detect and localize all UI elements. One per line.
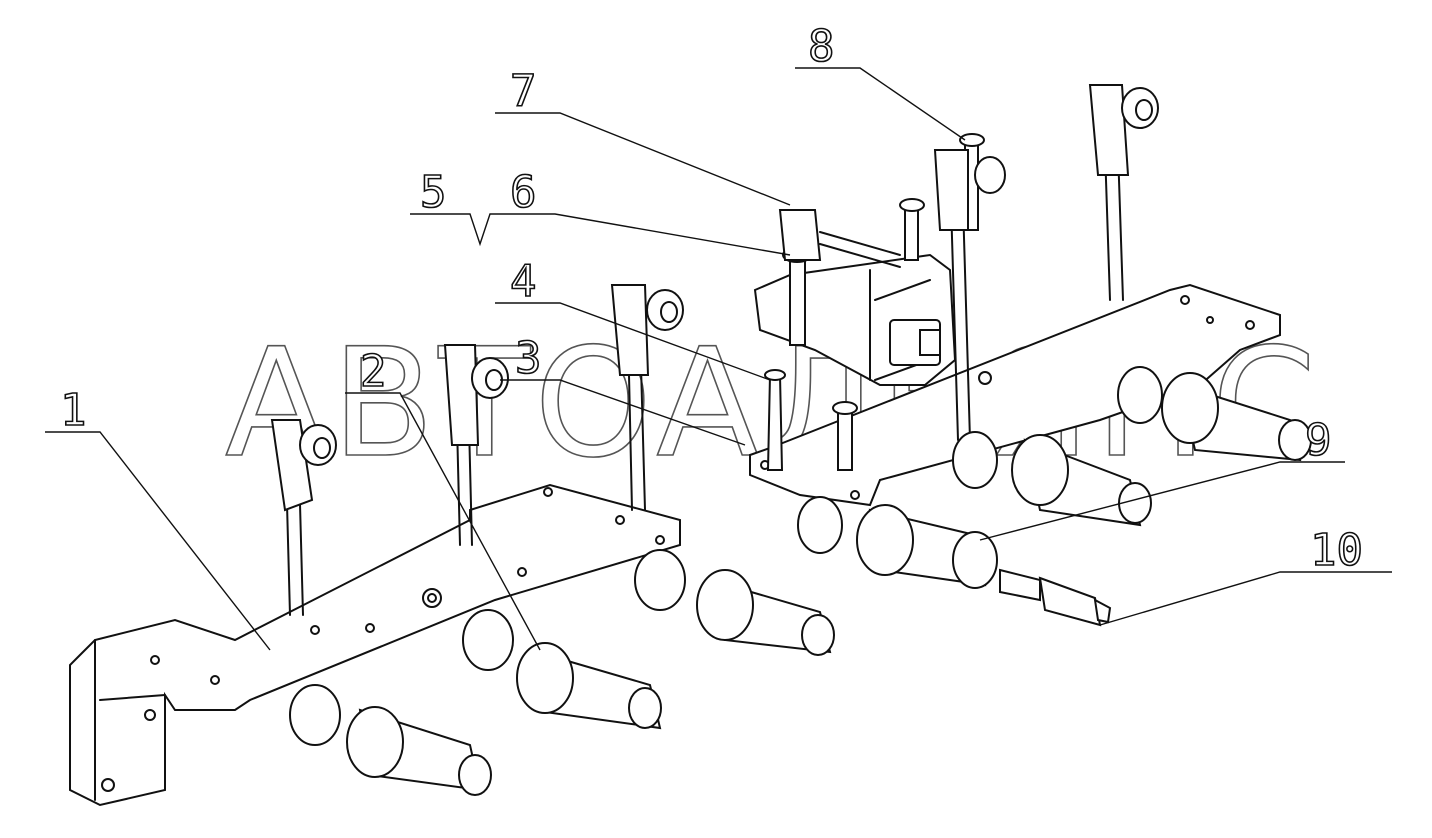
- callout-2: 2: [360, 346, 387, 397]
- callout-5: 5: [420, 167, 447, 218]
- callout-labels: 1 2 3 4 5 6 7 8 9 10: [59, 20, 1364, 577]
- callout-6: 6: [510, 167, 537, 218]
- spark-plug: [999, 568, 1112, 627]
- spark-plug-boots: [289, 366, 1312, 796]
- leader-lines: [45, 67, 1392, 651]
- callout-10: 10: [1310, 525, 1363, 576]
- ignition-leads: [270, 84, 1159, 616]
- bolt-group: [764, 133, 985, 471]
- callout-1: 1: [60, 385, 87, 436]
- callout-4: 4: [510, 256, 537, 307]
- callout-9: 9: [1305, 415, 1332, 466]
- right-bracket: [749, 283, 1281, 507]
- callout-3: 3: [515, 333, 542, 384]
- callout-8: 8: [808, 21, 835, 72]
- left-bracket: [69, 483, 681, 807]
- callout-7: 7: [510, 66, 537, 117]
